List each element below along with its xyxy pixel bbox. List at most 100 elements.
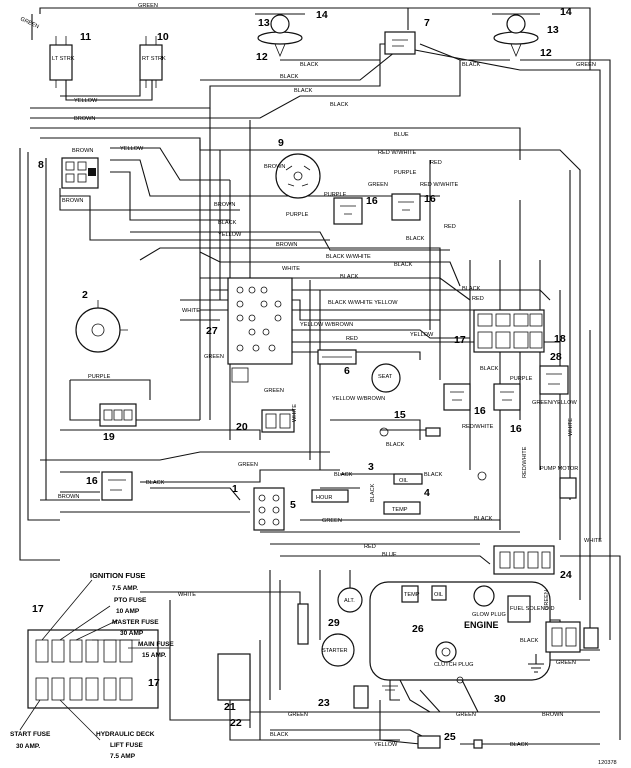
wire-label: PURPLE	[394, 170, 417, 176]
starter-solenoid	[353, 685, 369, 709]
wire-label: GREEN	[368, 182, 388, 188]
ignition-fuse-amp: 7.5 AMP.	[112, 585, 138, 592]
wire-label: BROWN	[214, 202, 235, 208]
engine-connector	[545, 621, 599, 653]
wire-label: GREEN	[204, 354, 224, 360]
wire-label: WHITE	[584, 538, 602, 544]
label-17-c: 17	[148, 677, 160, 689]
wire-label: GREEN/YELLOW	[532, 400, 577, 406]
relay-16-mid-right	[493, 383, 521, 411]
relay-16-mid-left	[443, 383, 471, 411]
wire-label: GREEN	[576, 62, 596, 68]
main-harness-connector	[227, 277, 293, 383]
wire-label: YELLOW W/BROWN	[300, 322, 353, 328]
alt-label: ALT.	[344, 598, 355, 604]
wire-label: BROWN	[264, 164, 285, 170]
label-27: 27	[206, 325, 218, 337]
relay-bank	[473, 309, 545, 353]
label-18: 18	[554, 333, 566, 345]
label-29: 29	[328, 617, 340, 629]
main-fuse-label: MAIN FUSE	[138, 641, 174, 648]
wire-label: WHITE	[568, 418, 574, 436]
wire-label: RED	[364, 544, 376, 550]
wire-label: BLACK	[280, 74, 299, 80]
fuel-solenoid	[507, 595, 531, 623]
wire-label: WHITE	[282, 266, 300, 272]
wire-label: BLACK	[474, 516, 493, 522]
wire-label: BLACK	[510, 742, 529, 748]
wire-label: BROWN	[276, 242, 297, 248]
wire-label: PURPLE	[324, 192, 347, 198]
label-24: 24	[560, 569, 572, 581]
work-light-left	[255, 13, 305, 58]
label-19: 19	[103, 431, 115, 443]
wire-label: PURPLE	[88, 374, 111, 380]
label-8: 8	[38, 159, 44, 171]
hydraulic-deck-label: HYDRAULIC DECK	[96, 731, 155, 738]
wire-label: RED/WHITE	[522, 446, 528, 478]
wire-label: PURPLE	[286, 212, 309, 218]
wire-label: YELLOW W/BROWN	[332, 396, 385, 402]
fuse-legend-text: IGNITION FUSE 7.5 AMP. PTO FUSE 10 AMP M…	[10, 571, 174, 760]
label-13-right: 13	[547, 24, 559, 36]
wire-label: GREEN	[238, 462, 258, 468]
wire-label: YELLOW	[218, 232, 242, 238]
connector-1	[253, 487, 285, 531]
work-light-right	[492, 13, 540, 58]
switch-6	[317, 349, 357, 365]
component-2	[75, 300, 128, 353]
wire-label: YELLOW	[410, 332, 434, 338]
label-17-a: 17	[454, 334, 466, 346]
label-25: 25	[444, 731, 456, 743]
wire-label: BLACK	[520, 638, 539, 644]
wire-label: BLUE	[394, 132, 409, 138]
engine-ground	[382, 680, 400, 701]
wire-label: WHITE	[178, 592, 196, 598]
right-stroke-switch	[139, 36, 163, 88]
fuel-solenoid-label: FUEL SOLENOID	[510, 606, 555, 612]
main-fuse-amp: 15 AMP.	[142, 652, 166, 659]
label-14-right: 14	[560, 6, 572, 18]
oil-sender-label: OIL	[434, 592, 443, 598]
wire-label: BLACK	[146, 480, 165, 486]
relay-16-top-left	[333, 197, 363, 225]
master-fuse-label: MASTER FUSE	[112, 619, 159, 626]
light-relay	[384, 31, 416, 55]
label-6: 6	[344, 365, 350, 377]
wire-color-labels: GREEN GREEN BLACK BLACK BLACK GREEN YELL…	[19, 3, 602, 748]
temp-indicator	[383, 501, 421, 515]
label-21: 21	[224, 701, 236, 713]
wire-label: BROWN	[74, 116, 95, 122]
wire-label: BROWN	[62, 198, 83, 204]
wire-label: WHITE	[182, 308, 200, 314]
label-14-left: 14	[316, 9, 328, 21]
drawing-number: 120378	[598, 760, 617, 766]
wire-label: RED W/WHITE	[420, 182, 458, 188]
wire-label: GREEN	[138, 3, 158, 9]
oil-indicator	[393, 473, 423, 485]
ground-strap	[456, 676, 479, 713]
wire-label: BLACK	[330, 102, 349, 108]
wire-label: GREEN	[264, 388, 284, 394]
starter-label: STARTER	[322, 648, 348, 654]
pump-motor-label: PUMP MOTOR	[540, 466, 578, 472]
seat-label: SEAT	[378, 374, 393, 380]
label-11: 11	[80, 31, 91, 43]
label-12-right: 12	[540, 47, 552, 59]
start-fuse-label: START FUSE	[10, 731, 51, 738]
wire-label: GREEN	[322, 518, 342, 524]
inline-fuse-25	[417, 735, 441, 749]
lift-fuse-amp: 7.5 AMP	[110, 753, 136, 760]
wire-label: BLACK	[406, 236, 425, 242]
hour-meter	[311, 489, 349, 503]
ignition-key-switch	[275, 153, 321, 199]
wire-label: RED	[444, 224, 456, 230]
engine-label: ENGINE	[464, 620, 499, 630]
inline-fuse-29	[297, 603, 309, 645]
wire-label: BLACK	[386, 442, 405, 448]
wire-label: BLACK W/WHITE YELLOW	[328, 300, 398, 306]
wire-label: RED	[346, 336, 358, 342]
label-2: 2	[82, 289, 88, 301]
wire-label: WHITE	[292, 404, 298, 422]
